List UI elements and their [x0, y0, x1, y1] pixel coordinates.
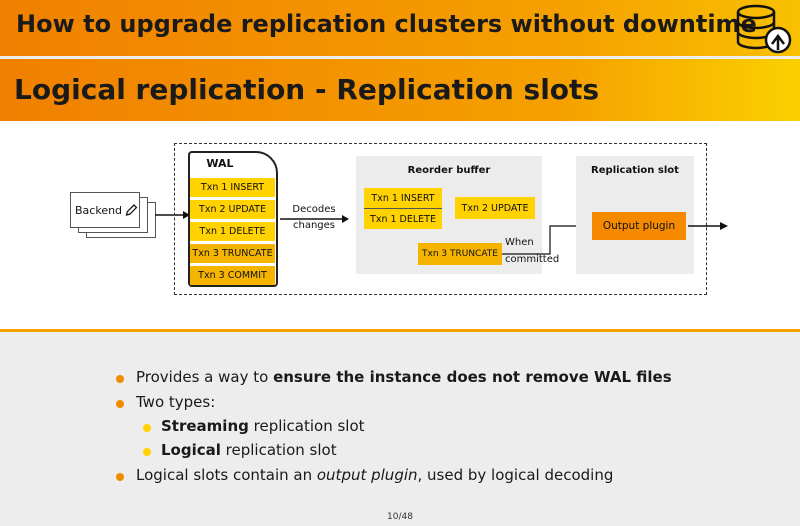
header-bar: How to upgrade replication clusters with… — [0, 0, 800, 56]
committed-label: committed — [505, 254, 560, 265]
slide-title-bar: Logical replication - Replication slots — [0, 59, 800, 121]
wal-row: Txn 3 TRUNCATE — [190, 243, 275, 263]
replication-slot-title: Replication slot — [591, 165, 679, 176]
wal-row: Txn 1 INSERT — [190, 177, 275, 197]
database-upgrade-icon — [736, 4, 792, 54]
backend-to-wal-arrow — [155, 211, 190, 219]
wal-row: Txn 3 COMMIT — [190, 265, 275, 285]
logical-rest: replication slot — [220, 441, 337, 459]
sub-bullet-streaming: Streaming replication slot — [161, 417, 365, 435]
logical-bold: Logical — [161, 441, 221, 459]
bullet-1: Provides a way to ensure the instance do… — [136, 368, 672, 386]
reorder-buffer-title: Reorder buffer — [407, 165, 491, 176]
wal-row: Txn 2 UPDATE — [190, 199, 275, 219]
slide-title: Logical replication - Replication slots — [14, 73, 600, 106]
when-label: When — [505, 237, 534, 248]
rb-txn2-update: Txn 2 UPDATE — [455, 197, 535, 219]
decodes-label: Decodes — [284, 202, 344, 218]
bullet-3-post: , used by logical decoding — [417, 466, 614, 484]
bullet-dot — [116, 375, 124, 383]
backend-label: Backend — [75, 203, 123, 217]
rb-txn3-truncate: Txn 3 TRUNCATE — [418, 243, 502, 265]
bullet-3-pre: Logical slots contain an — [136, 466, 317, 484]
bullet-1-text: Provides a way to — [136, 368, 274, 386]
rb-separator — [364, 208, 442, 209]
page-number: 10/48 — [387, 512, 413, 522]
decodes-label-line1: Decodes — [292, 204, 336, 215]
rb-txn1-insert: Txn 1 INSERT — [364, 188, 442, 208]
wal-row: Txn 1 DELETE — [190, 221, 275, 241]
changes-label: changes — [292, 220, 335, 231]
sub-bullet-dot — [143, 448, 151, 456]
sub-bullet-logical: Logical replication slot — [161, 441, 337, 459]
decode-arrow — [280, 215, 349, 223]
wal-document: WAL Txn 1 INSERT Txn 2 UPDATE Txn 1 DELE… — [188, 151, 278, 287]
rb-txn1-delete: Txn 1 DELETE — [364, 209, 442, 229]
bullet-3-italic: output plugin — [316, 466, 418, 484]
bullet-2: Two types: — [136, 393, 216, 411]
divider-line — [0, 329, 800, 332]
backend-box: Backend — [70, 192, 140, 228]
pencil-icon — [125, 204, 138, 216]
wal-title: WAL — [206, 157, 234, 170]
sub-bullet-dot — [143, 424, 151, 432]
bullet-1-bold: ensure the instance does not remove WAL … — [273, 368, 672, 386]
bullet-3: Logical slots contain an output plugin, … — [136, 466, 613, 484]
streaming-bold: Streaming — [161, 417, 249, 435]
output-plugin-box: Output plugin — [592, 212, 686, 240]
process-boundary — [174, 143, 707, 295]
header-title: How to upgrade replication clusters with… — [16, 10, 757, 38]
streaming-rest: replication slot — [248, 417, 365, 435]
output-arrow — [688, 222, 728, 230]
bullet-dot — [116, 400, 124, 408]
bullet-dot — [116, 473, 124, 481]
